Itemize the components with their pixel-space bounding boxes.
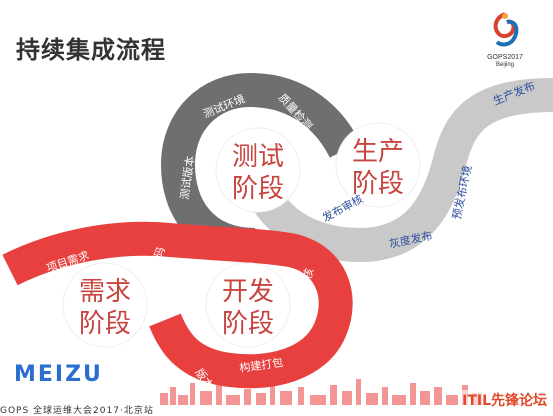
meizu-brand: MEIZU (14, 362, 103, 387)
production-stage-line2: 阶段 (352, 169, 404, 199)
logo-text-line2: Beijing (495, 62, 514, 68)
requirement-stage-line2: 阶段 (79, 309, 131, 339)
development-stage-line1: 开发 (222, 277, 274, 307)
testing-band (160, 72, 361, 262)
development-stage-line2: 阶段 (222, 309, 274, 339)
logo-text-line1: GOPS2017 (487, 54, 523, 61)
step-release-review: 发布审核 (320, 192, 365, 225)
production-stage-line1: 生产 (352, 137, 404, 167)
step-build-package: 构建打包 (238, 355, 284, 375)
step-test-version: 测试版本 (177, 155, 197, 201)
forum-watermark: ITIL先锋论坛 (460, 390, 549, 410)
conference-footer: GOPS 全球运维大会2017·北京站 (0, 406, 154, 416)
page-title: 持续集成流程 (16, 36, 166, 64)
requirement-stage-line1: 需求 (79, 277, 131, 307)
testing-circle (215, 127, 301, 213)
testing-stage-line1: 测试 (232, 142, 284, 172)
city-skyline-decoration (160, 379, 482, 405)
step-code-review: 代码审核 (291, 267, 316, 313)
gops-emblem-icon (493, 12, 519, 47)
production-band (238, 78, 553, 263)
development-circle (205, 262, 291, 348)
testing-stage-line2: 阶段 (232, 174, 284, 204)
gops-logo: GOPS2017 Beijing (475, 10, 535, 69)
development-band (2, 221, 353, 389)
production-circle (335, 122, 421, 208)
requirement-circle (62, 262, 148, 348)
